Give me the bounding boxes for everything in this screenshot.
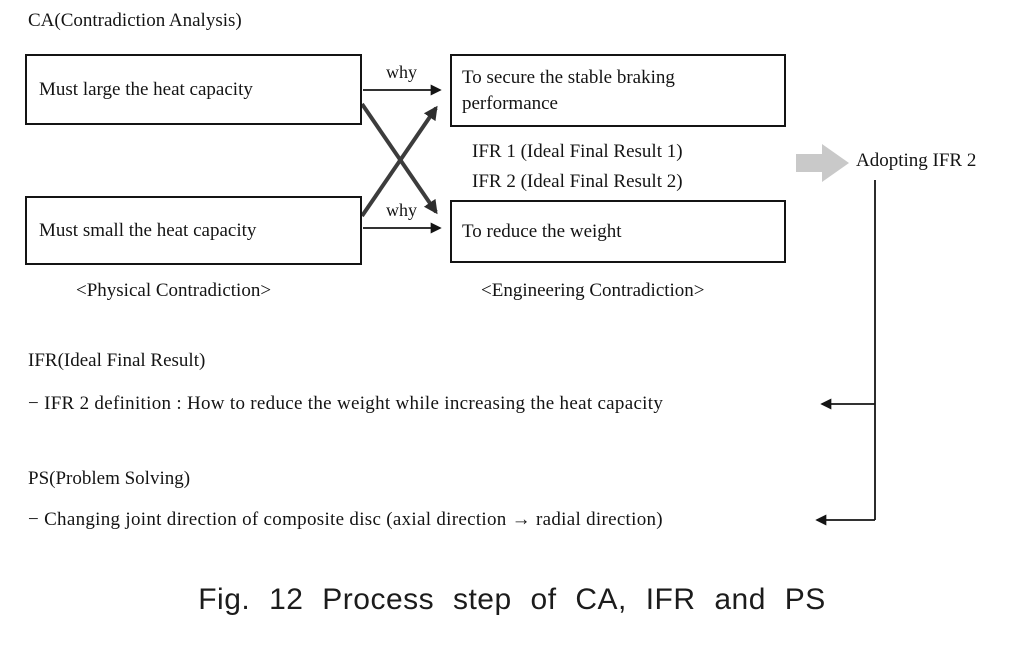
box-stable-braking: To secure the stable braking performance [450,54,786,127]
ifr-definition-text: − IFR 2 definition : How to reduce the w… [28,393,664,414]
ps-section-label: PS(Problem Solving) [28,468,191,489]
ifr2-label: IFR 2 (Ideal Final Result 2) [472,171,683,192]
box-reduce-weight: To reduce the weight [450,200,786,263]
figure-caption: Fig. 12 Process step of CA, IFR and PS [198,583,826,616]
box-must-large-heat-text: Must large the heat capacity [39,78,253,100]
cross-arrow-large-to-weight [360,102,438,215]
ifr-section-label: IFR(Ideal Final Result) [28,350,206,371]
physical-contradiction-label: <Physical Contradiction> [76,280,272,301]
ca-section-label: CA(Contradiction Analysis) [28,10,242,31]
why-label-top: why [386,62,417,82]
engineering-contradiction-label: <Engineering Contradiction> [481,280,705,301]
adopting-ifr2-label: Adopting IFR 2 [856,150,977,171]
box-reduce-weight-text: To reduce the weight [462,220,622,242]
why-label-bottom: why [386,200,417,220]
block-arrow-icon [796,144,849,182]
box-stable-braking-text: To secure the stable braking performance [462,66,675,114]
ps-definition-text: − Changing joint direction of composite … [28,509,663,530]
box-must-large-heat: Must large the heat capacity [25,54,362,125]
box-must-small-heat-text: Must small the heat capacity [39,219,257,241]
ifr1-label: IFR 1 (Ideal Final Result 1) [472,141,683,162]
cross-arrow-small-to-braking [360,105,438,218]
box-must-small-heat: Must small the heat capacity [25,196,362,265]
